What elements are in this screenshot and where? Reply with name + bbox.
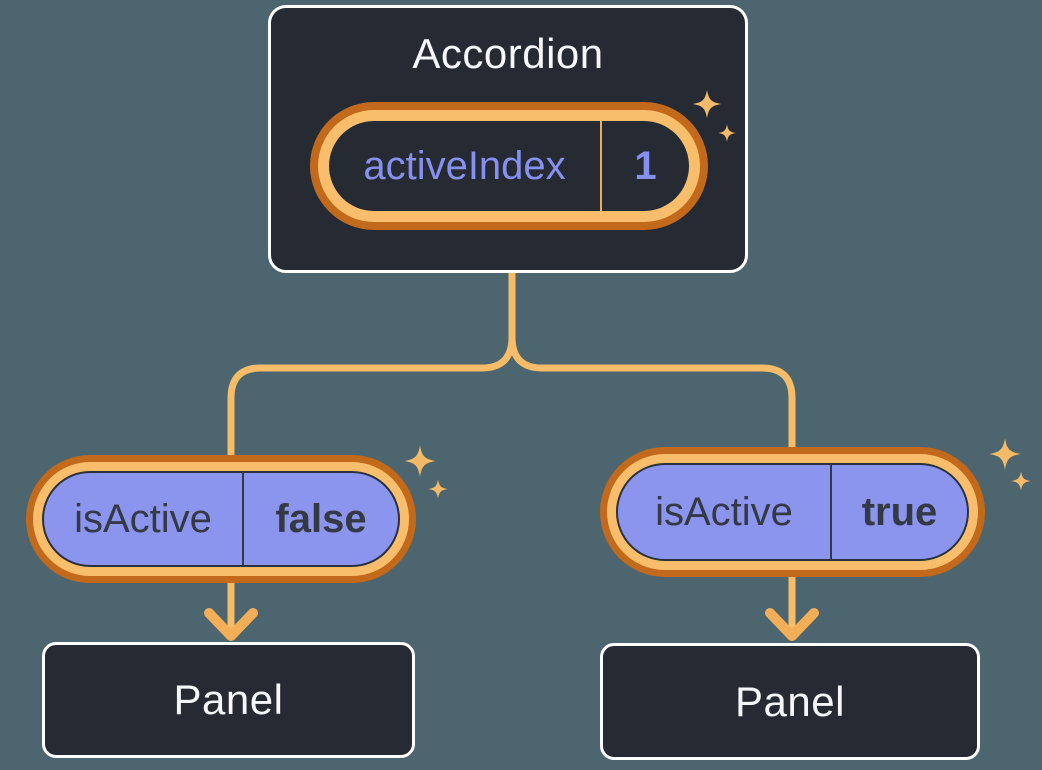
prop-value: true [861, 489, 938, 534]
prop-pill-outer-ring: isActive true [600, 447, 985, 577]
prop-pill-core: isActive false [42, 471, 400, 567]
prop-name: isActive [74, 496, 212, 541]
prop-pill-core: isActive true [616, 463, 969, 561]
sparkle-icon [1011, 471, 1031, 491]
arrow-down-icon [204, 608, 258, 641]
panel-label: Panel [735, 677, 845, 725]
connector-right-branch [508, 266, 796, 450]
prop-value: false [275, 496, 367, 541]
sparkle-icon [989, 438, 1021, 470]
prop-pill-isActive-true: isActive true [600, 447, 985, 577]
panel-box-right: Panel [600, 643, 980, 760]
state-pill-activeIndex: activeIndex 1 [310, 102, 708, 230]
prop-pill-isActive-false: isActive false [26, 455, 416, 583]
pill-divider [242, 473, 244, 565]
prop-pill-outer-ring: isActive false [26, 455, 416, 583]
panel-label: Panel [173, 676, 284, 723]
state-pill-inner-ring: activeIndex 1 [318, 110, 700, 222]
panel-box-left: Panel [42, 642, 415, 758]
prop-pill-inner-ring: isActive false [33, 462, 409, 576]
accordion-component-box: Accordion activeIndex 1 [268, 5, 748, 273]
prop-pill-inner-ring: isActive true [607, 454, 978, 570]
state-value: 1 [634, 143, 657, 188]
connector-left-branch [227, 266, 516, 458]
sparkle-icon [428, 479, 448, 499]
state-pill-core: activeIndex 1 [329, 121, 689, 211]
state-name: activeIndex [363, 143, 566, 188]
accordion-title: Accordion [412, 30, 604, 77]
pill-divider [830, 465, 832, 559]
prop-name: isActive [655, 489, 793, 534]
arrow-down-icon [765, 608, 819, 641]
pill-divider [600, 121, 602, 211]
